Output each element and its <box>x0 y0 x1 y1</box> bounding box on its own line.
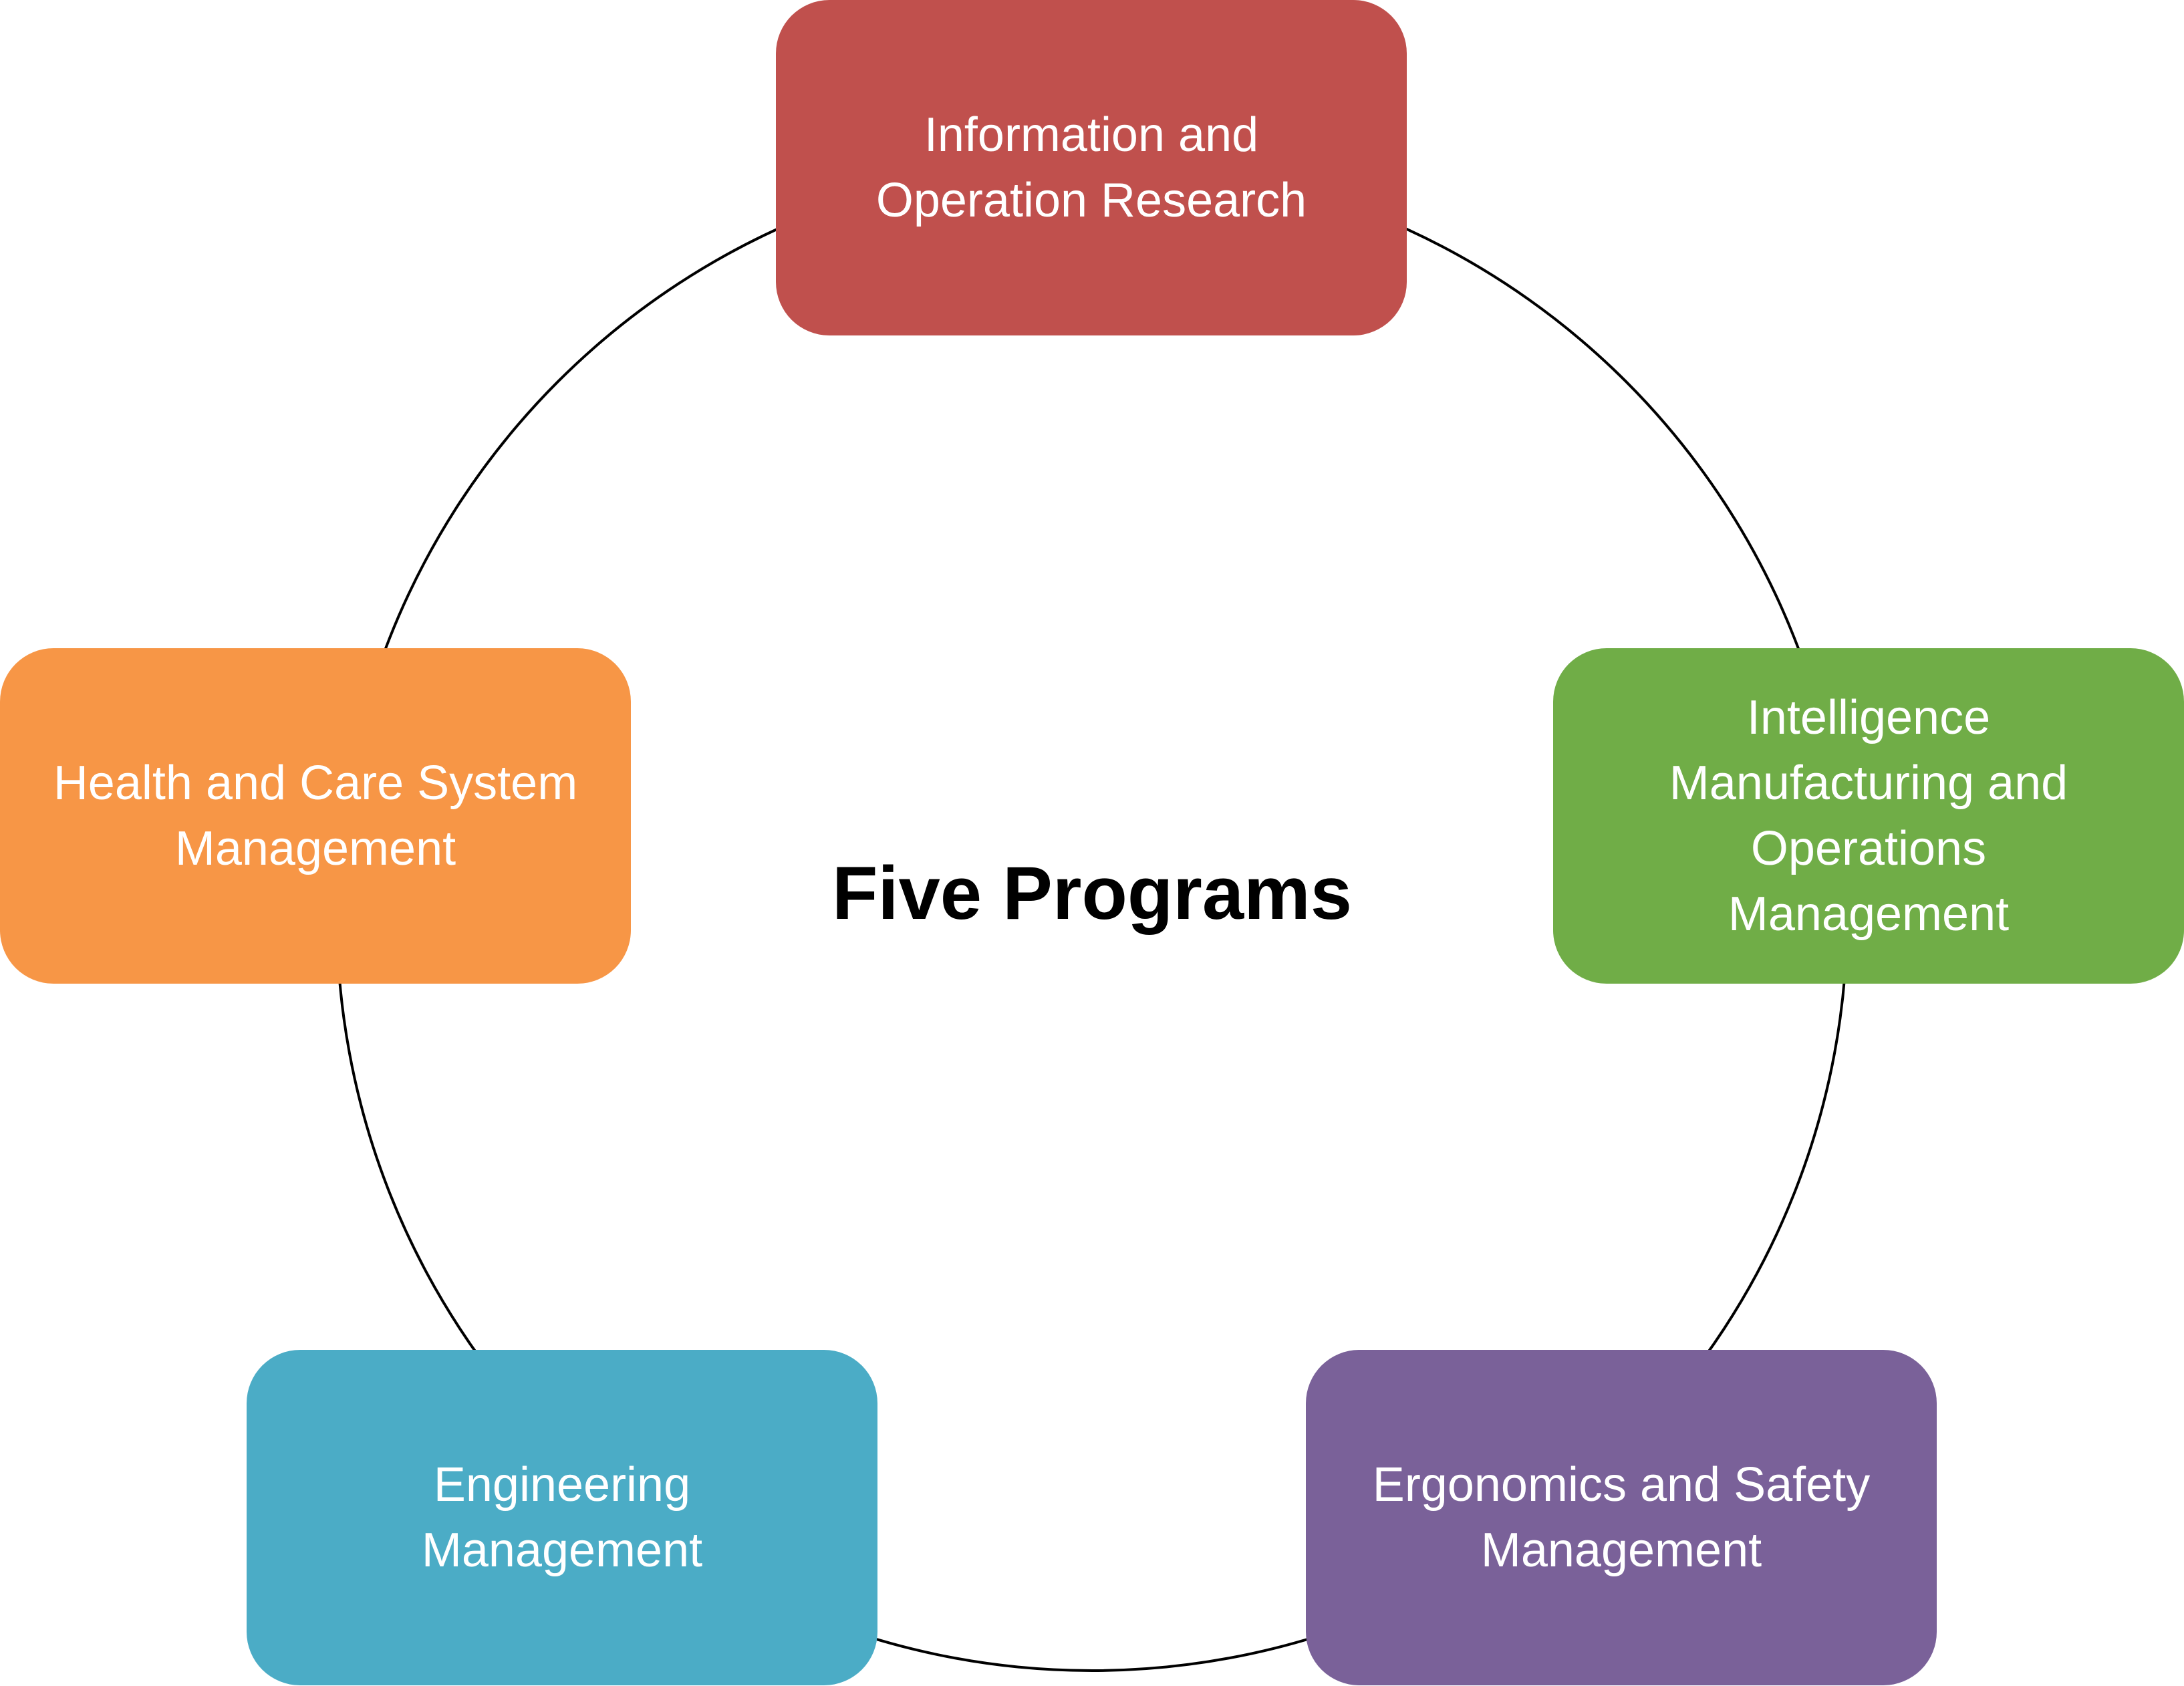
program-label-line: Manufacturing and <box>1669 756 2068 810</box>
program-label-line: Management <box>421 1524 703 1577</box>
center-title: Five Programs <box>831 851 1353 935</box>
program-label-line: Health and Care System <box>53 756 578 810</box>
program-label: Intelligence Manufacturing and Operation… <box>1669 685 2068 947</box>
program-label-line: Intelligence <box>1746 691 1991 744</box>
program-label: Information and Operation Research <box>876 102 1307 233</box>
program-label: Health and Care System Management <box>53 750 577 881</box>
program-label: Engineering Management <box>422 1452 702 1583</box>
program-label-line: Engineering <box>433 1458 691 1512</box>
program-box-health-care-system: Health and Care System Management <box>0 648 631 984</box>
program-label-line: Management <box>1728 887 2010 941</box>
program-box-engineering-management: Engineering Management <box>247 1350 877 1685</box>
program-label-line: Information and <box>924 108 1259 162</box>
program-label-line: Management <box>1480 1524 1762 1577</box>
program-box-ergonomics-safety: Ergonomics and Safety Management <box>1306 1350 1937 1685</box>
program-label-line: Ergonomics and Safety <box>1372 1458 1871 1512</box>
program-label-line: Operation Research <box>875 174 1307 227</box>
program-box-information-operation-research: Information and Operation Research <box>776 0 1407 335</box>
program-label-line: Management <box>174 822 456 875</box>
program-box-intelligence-manufacturing: Intelligence Manufacturing and Operation… <box>1553 648 2184 984</box>
program-label: Ergonomics and Safety Management <box>1373 1452 1870 1583</box>
program-label-line: Operations <box>1750 822 1987 875</box>
